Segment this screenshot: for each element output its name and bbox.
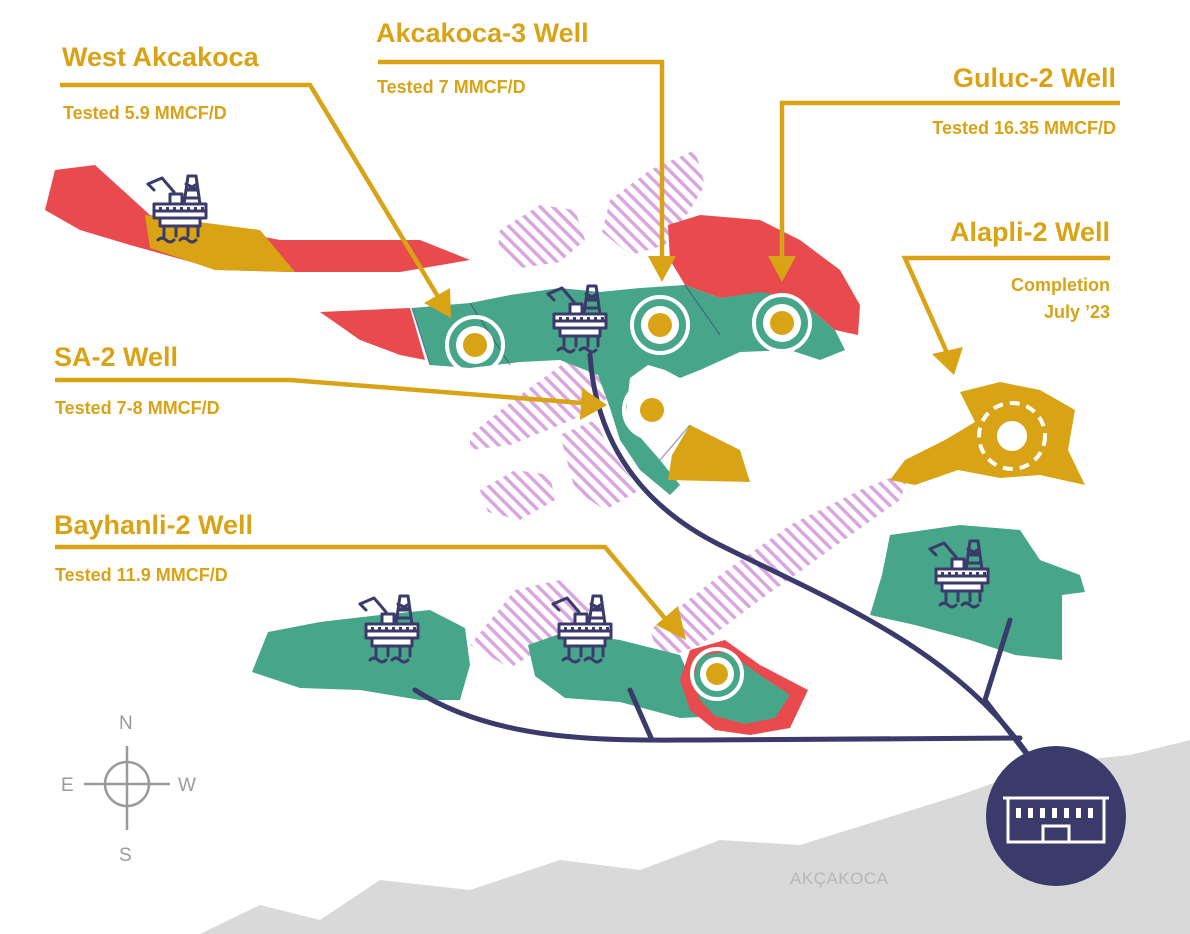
prospect-areas (470, 150, 910, 668)
compass-south-label: S (119, 845, 132, 866)
well-target-icon (622, 380, 682, 440)
bayhanli-2-title: Bayhanli-2 Well (54, 510, 254, 540)
bayhanli-2-detail: Tested 11.9 MMCF/D (55, 565, 228, 585)
sa-2-detail: Tested 7-8 MMCF/D (55, 398, 220, 418)
callout-arrowheads (424, 256, 963, 640)
guluc-2-detail: Tested 16.35 MMCF/D (932, 118, 1116, 138)
pipelines (412, 352, 1038, 768)
sa-2-title: SA-2 Well (54, 342, 179, 372)
callout-lines (55, 59, 1120, 624)
guluc-2-title: Guluc-2 Well (952, 63, 1116, 93)
south-west-field (252, 610, 470, 700)
alapli-2-target-icon (977, 401, 1047, 471)
compass-west-label: W (178, 775, 196, 796)
alapli-field (890, 382, 1085, 485)
well-target-icon (445, 315, 505, 375)
alapli-2-detail-line2: July ’23 (1043, 302, 1110, 322)
akcakoca-red-area (668, 215, 860, 335)
well-target-icon (630, 295, 690, 355)
sa-gold-area (668, 425, 750, 482)
alapli-2-title: Alapli-2 Well (949, 217, 1110, 247)
west-akcakoca-title: West Akcakoca (62, 42, 259, 72)
coastline-land (200, 740, 1190, 934)
compass-east-label: E (61, 775, 74, 796)
alapli-2-detail-line1: Completion (1011, 275, 1110, 295)
town-label: AKÇAKOCA (790, 869, 889, 888)
west-akcakoca-detail: Tested 5.9 MMCF/D (63, 103, 227, 123)
compass-icon (84, 746, 170, 830)
processing-plant-icon (986, 746, 1126, 886)
akcakoca-3-title: Akcakoca-3 Well (376, 18, 589, 48)
central-green-field (412, 285, 845, 495)
west-field-red-strip (320, 308, 425, 360)
west-akcakoca-field (45, 165, 470, 272)
compass-north-label: N (119, 713, 133, 734)
well-target-icon (690, 647, 744, 701)
akcakoca-3-detail: Tested 7 MMCF/D (377, 77, 526, 97)
well-target-icon (752, 293, 812, 353)
